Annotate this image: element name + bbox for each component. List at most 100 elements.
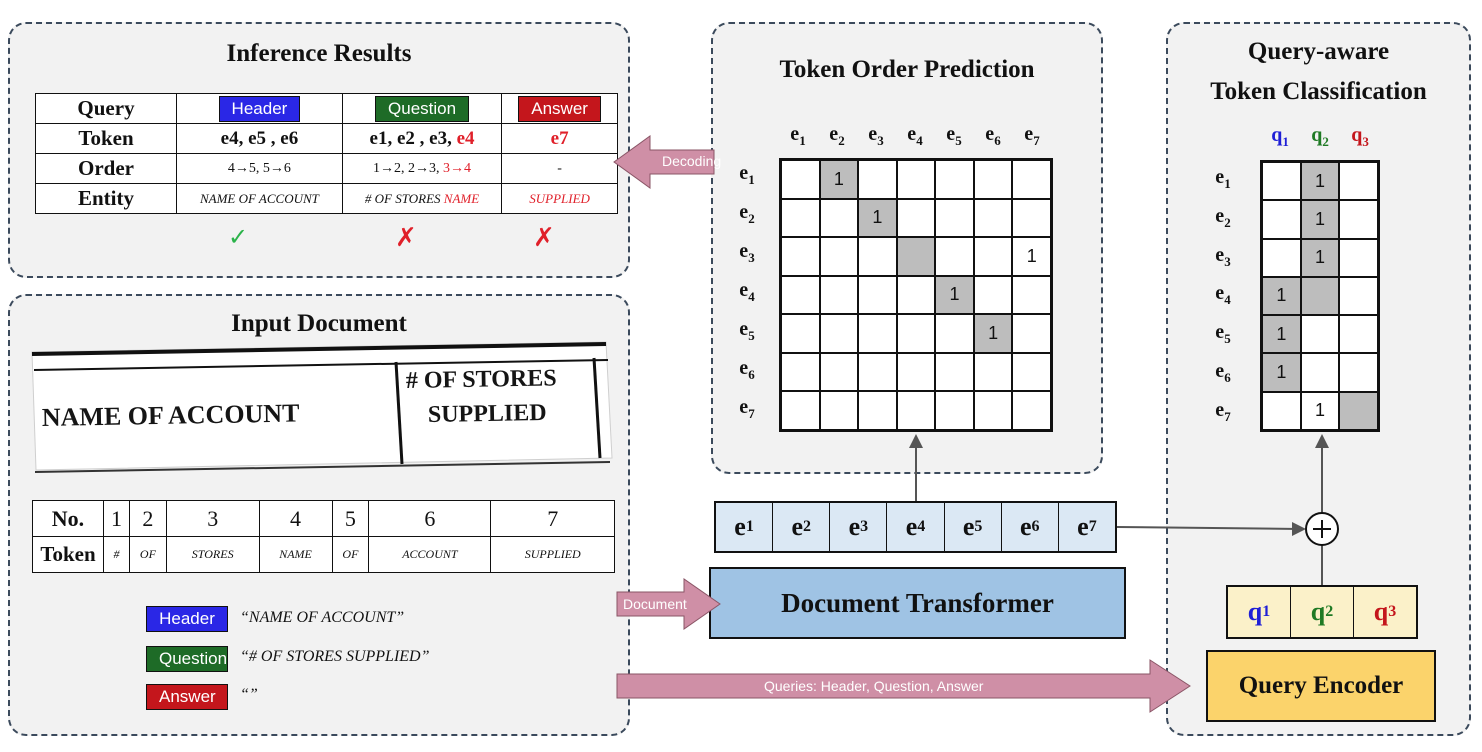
qtc-column-label: q2 [1311, 124, 1329, 149]
token-order-cell [819, 275, 859, 315]
queries-arrow [616, 659, 1191, 713]
document-label: Document [623, 596, 687, 612]
token-order-cell [935, 198, 974, 238]
token-order-cell [896, 391, 936, 430]
token-number: 7 [490, 500, 615, 537]
token-cell: OF [129, 536, 167, 573]
header-badge: Header [218, 95, 301, 122]
top-row-label: e6 [739, 357, 755, 382]
token-order-cell [1012, 314, 1051, 353]
header-tokens: e4, e5 , e6 [176, 123, 343, 154]
input-document-title: Input Document [231, 310, 407, 337]
token-order-cell [858, 275, 897, 315]
check-icon: ✓ [228, 224, 249, 251]
inference-table: Query Header Question Answer Token e4, e… [35, 93, 618, 214]
token-order-cell [858, 314, 897, 353]
top-row-label: e5 [739, 318, 755, 343]
qtc-column-label: q1 [1271, 124, 1289, 149]
answer-badge: Answer [518, 95, 601, 122]
token-order-cell [1012, 391, 1051, 430]
query-token-cell [1262, 238, 1301, 277]
token-order-cell [1012, 275, 1051, 315]
scan-text-right-2: SUPPLIED [428, 400, 547, 428]
token-order-cell [935, 237, 974, 276]
query-token-cell: 1 [1300, 200, 1340, 239]
question-order: 1→2, 2→3, 3→4 [341, 153, 503, 184]
decoding-label: Decoding [662, 153, 722, 169]
token-order-cell [858, 352, 897, 392]
token-number: 5 [331, 500, 370, 537]
token-order-cell [819, 198, 859, 238]
answer-tokens: e7 [501, 123, 618, 154]
query-token-cell: 1 [1262, 276, 1301, 316]
top-column-label: e4 [907, 123, 923, 148]
token-order-cell [935, 391, 974, 430]
token-order-cell [781, 198, 820, 238]
legend-answer-value: “” [240, 686, 258, 703]
decoding-arrow [613, 135, 715, 189]
token-cell: # [103, 536, 130, 573]
scanned-document-image: NAME OF ACCOUNT # OF STORES SUPPLIED [31, 341, 613, 473]
top-column-label: e3 [868, 123, 884, 148]
token-order-cell [781, 237, 820, 276]
top-column-label: e6 [985, 123, 1001, 148]
query-token-cell: 1 [1262, 315, 1301, 354]
token-order-cell [781, 391, 820, 430]
token-order-cell [973, 275, 1013, 315]
inference-results-title: Inference Results [226, 40, 412, 67]
top-row-label: e3 [739, 240, 755, 265]
token-order-cell: 1 [819, 160, 859, 199]
row-label-order: Order [35, 153, 177, 184]
token-order-cell [781, 275, 820, 315]
token-order-cell [1012, 352, 1051, 392]
query-token-cell [1300, 315, 1340, 354]
query-token-cell [1262, 162, 1301, 201]
legend-header-badge: Header [146, 606, 228, 632]
query-token-cell [1339, 162, 1378, 201]
token-cell: NAME [258, 536, 333, 573]
query-token-cell [1262, 200, 1301, 239]
top-column-label: e7 [1024, 123, 1040, 148]
qtc-row-label: e1 [1215, 166, 1231, 191]
query-token-cell [1339, 238, 1378, 277]
qtc-row-label: e7 [1215, 398, 1231, 424]
token-order-cell [973, 198, 1013, 238]
query-token-cell [1300, 276, 1340, 316]
qtc-row-label: e5 [1215, 321, 1231, 347]
legend-header-value: “NAME OF ACCOUNT” [240, 609, 405, 626]
token-order-cell [896, 352, 936, 392]
row-label-entity: Entity [35, 183, 177, 214]
legend-answer-badge: Answer [146, 684, 228, 710]
token-order-cell [935, 314, 974, 353]
row-label-token: Token [32, 536, 104, 573]
query-token-cell [1300, 353, 1340, 392]
top-row-label: e2 [739, 201, 755, 226]
query-token-cell [1339, 315, 1378, 354]
qtc-row-label: e2 [1215, 204, 1231, 230]
question-tokens: e1, e2 , e3, e4 [341, 123, 503, 154]
token-order-cell [896, 314, 936, 353]
query-token-cell: 1 [1262, 353, 1301, 392]
token-order-cell [781, 160, 820, 199]
answer-entity: SUPPLIED [501, 183, 618, 214]
header-entity: NAME OF ACCOUNT [176, 183, 343, 214]
query-aware-title-1: Query-aware [1247, 38, 1390, 65]
legend-question-badge: Question [146, 646, 228, 672]
token-order-cell [858, 391, 897, 430]
query-token-cell [1262, 391, 1301, 430]
query-token-cell [1339, 391, 1378, 430]
token-table: No. 1 2 3 4 5 6 7 Token # OF STORES NAME… [32, 500, 615, 573]
token-order-cell [896, 237, 936, 276]
token-cell: OF [331, 536, 370, 573]
